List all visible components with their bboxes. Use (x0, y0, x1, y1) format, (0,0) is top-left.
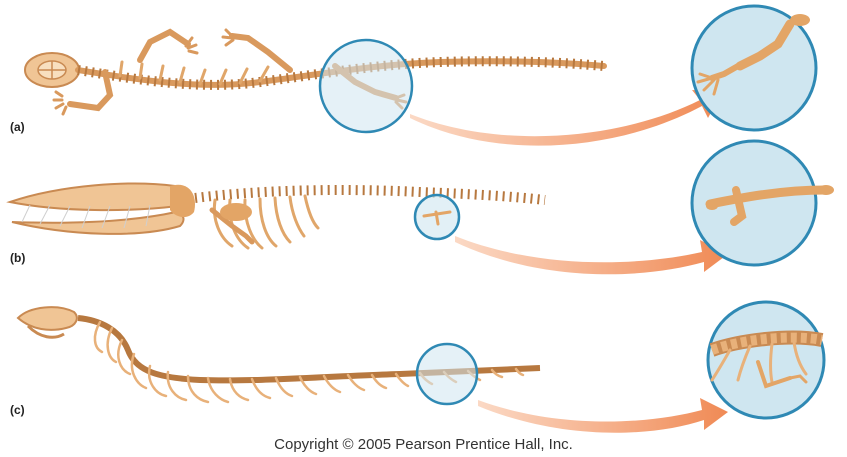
salamander-limb-zoom (692, 6, 816, 130)
arrow-c (478, 398, 728, 433)
salamander-skeleton (25, 30, 604, 114)
whale-skeleton (10, 184, 545, 248)
salamander-hindlimb-lens (320, 40, 412, 132)
arrow-a (410, 90, 722, 146)
panel-label-a: (a) (10, 120, 25, 134)
copyright-notice: Copyright © 2005 Pearson Prentice Hall, … (0, 436, 847, 453)
arrow-b (455, 236, 728, 274)
snake-hindlimb-zoom (708, 302, 824, 418)
panel-label-b: (b) (10, 251, 25, 265)
snake-hindlimb-lens (417, 344, 477, 404)
whale-pelvis-zoom (692, 141, 834, 265)
panel-label-c: (c) (10, 403, 25, 417)
whale-pelvis-lens (415, 195, 459, 239)
